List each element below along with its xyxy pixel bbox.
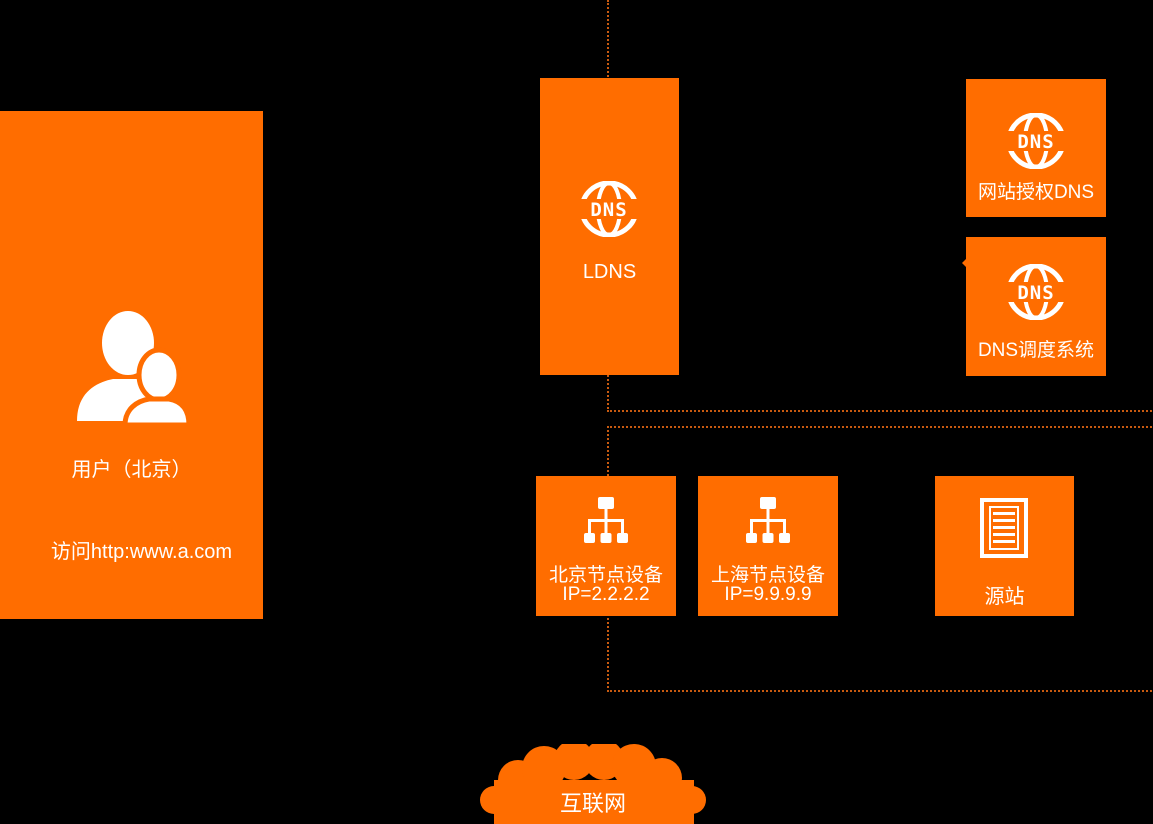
network-topology-icon [584, 497, 628, 543]
dns-globe-icon: DNS [578, 181, 640, 237]
server-document-icon [980, 498, 1028, 558]
beijing-node-ip: IP=2.2.2.2 [562, 584, 650, 605]
dns-globe-icon: DNS [1005, 113, 1067, 169]
shanghai-node-ip: IP=9.9.9.9 [724, 584, 812, 605]
users-icon [77, 311, 189, 427]
connector-pointer [962, 259, 966, 267]
dns-globe-icon: DNS [1005, 264, 1067, 320]
shanghai-node: 上海节点设备 IP=9.9.9.9 [698, 476, 838, 616]
svg-text:DNS: DNS [1017, 282, 1054, 304]
network-topology-icon [746, 497, 790, 543]
origin-node: 源站 [935, 476, 1074, 616]
beijing-node: 北京节点设备 IP=2.2.2.2 [536, 476, 676, 616]
internet-label: 互联网 [559, 791, 626, 816]
user-action-text: 访问http:www.a.com [50, 541, 233, 563]
ldns-node: DNS LDNS [540, 78, 679, 375]
auth-dns-label: 网站授权DNS [977, 182, 1095, 203]
ldns-label: LDNS [582, 261, 637, 283]
origin-label: 源站 [984, 586, 1025, 608]
dns-scheduler-label: DNS调度系统 [977, 340, 1095, 361]
dns-scheduler-node: DNS DNS调度系统 [962, 237, 1106, 376]
shanghai-node-name: 上海节点设备 [710, 565, 825, 586]
user-node: 用户（北京） 访问http:www.a.com [0, 111, 263, 619]
user-label: 用户（北京） [71, 459, 192, 481]
beijing-node-name: 北京节点设备 [548, 565, 663, 586]
svg-text:DNS: DNS [590, 199, 627, 221]
svg-text:DNS: DNS [1017, 131, 1054, 153]
auth-dns-node: DNS 网站授权DNS [966, 79, 1106, 217]
